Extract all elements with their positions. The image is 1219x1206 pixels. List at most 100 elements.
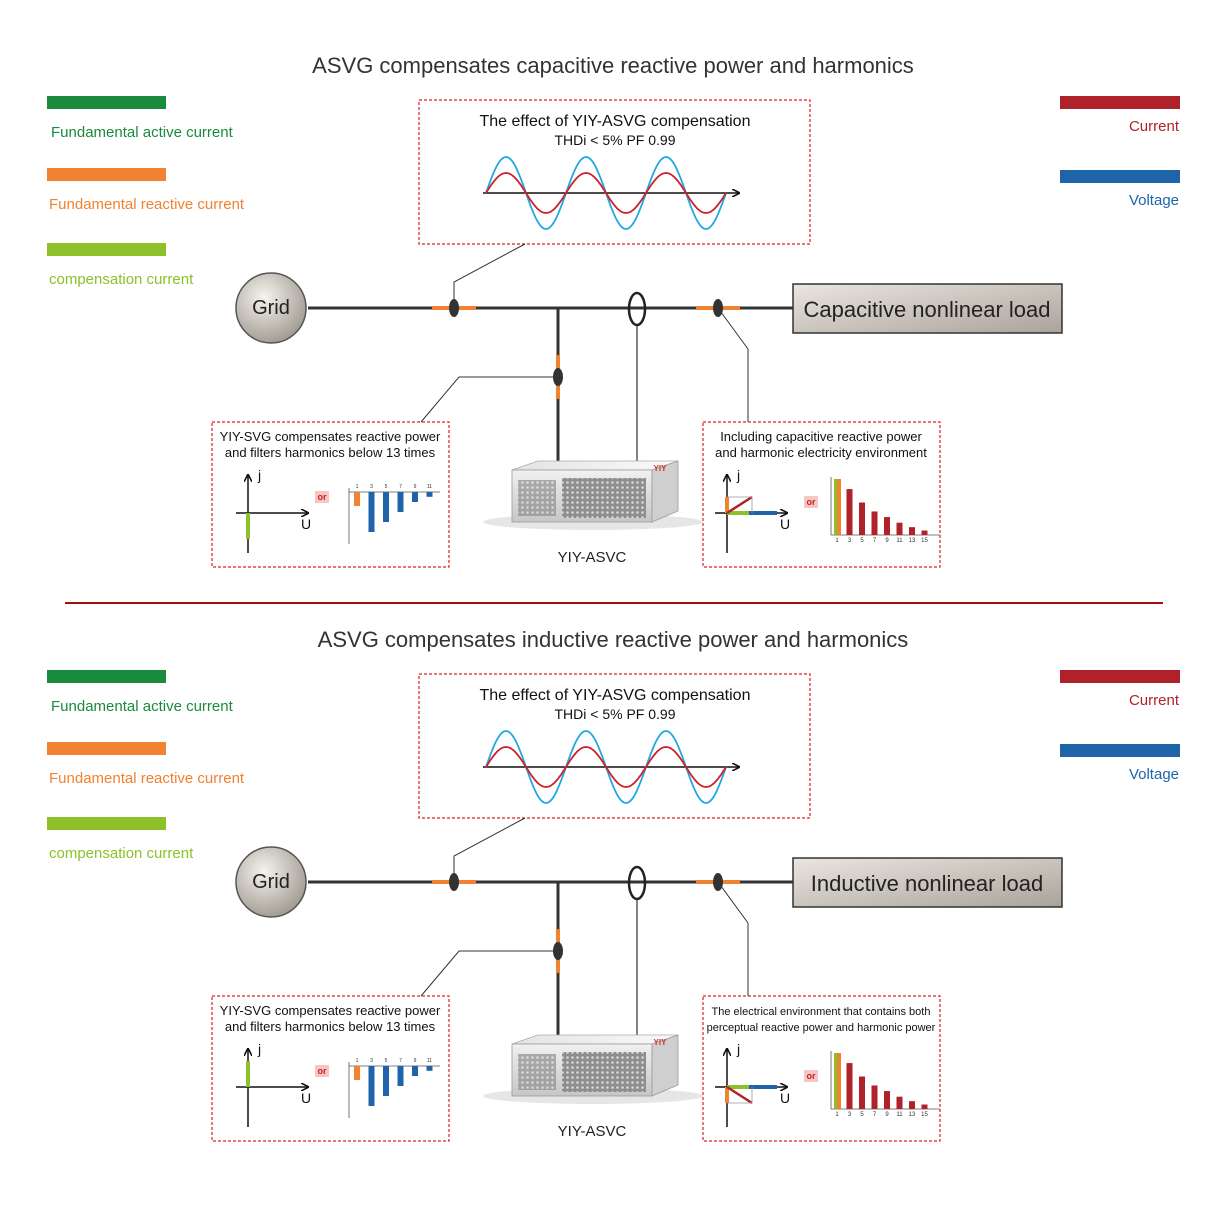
or-badge: [804, 1070, 818, 1082]
harmonic-bar: [921, 1104, 928, 1109]
leader-line: [717, 881, 749, 996]
current-phasor: [726, 495, 753, 515]
section-title: ASVG compensates inductive reactive powe…: [318, 627, 909, 652]
legend-label: Current: [1129, 118, 1180, 135]
info-box-border: [702, 995, 941, 1142]
harmonic-order-label: 1: [835, 538, 839, 544]
phasor-u-label: U: [301, 516, 311, 532]
device-vent: [562, 478, 646, 518]
legend-swatch: [1060, 670, 1180, 683]
harmonic-bar: [397, 492, 404, 512]
harmonic-order-label: 5: [385, 1058, 388, 1064]
device-side: [651, 460, 679, 523]
or-label: or: [807, 1071, 816, 1081]
legend-label: Current: [1129, 692, 1180, 709]
legend-label: Fundamental active current: [51, 698, 234, 715]
load-label: Inductive nonlinear load: [811, 871, 1043, 896]
effect-box: [418, 99, 811, 245]
device-side: [651, 1034, 679, 1097]
legend-swatch: [1060, 744, 1180, 757]
leader-line: [453, 243, 526, 308]
harmonic-order-label: 9: [414, 1058, 417, 1064]
current-phasor: [726, 1085, 753, 1105]
load-box: [792, 857, 1063, 908]
harmonic-order-label: 1: [356, 1058, 359, 1064]
harmonic-order-label: 5: [385, 484, 388, 490]
info-box-text: YIY-SVG compensates reactive power: [220, 429, 441, 444]
legend-swatch: [47, 96, 166, 109]
effect-box: [418, 673, 811, 819]
harmonic-bar: [884, 517, 890, 535]
harmonic-bar: [368, 492, 375, 532]
info-box-border: [211, 995, 450, 1142]
harmonic-order-label: 7: [399, 484, 402, 490]
harmonic-order-label: 9: [885, 1112, 889, 1118]
phasor-u-label: U: [780, 1090, 790, 1106]
legend-swatch: [47, 670, 166, 683]
effect-subtitle: THDi < 5% PF 0.99: [555, 132, 676, 148]
harmonic-order-label: 15: [921, 1112, 928, 1118]
effect-subtitle: THDi < 5% PF 0.99: [555, 706, 676, 722]
info-box-border: [702, 421, 941, 568]
harmonic-bar: [896, 522, 903, 535]
or-label: or: [807, 497, 816, 507]
harmonic-order-label: 11: [427, 484, 432, 490]
or-badge: [315, 491, 329, 503]
phasor-u-label: U: [780, 516, 790, 532]
legend-swatch: [47, 817, 166, 830]
harmonic-order-label: 7: [873, 538, 877, 544]
harmonic-bar: [837, 1053, 841, 1109]
legend-swatch: [47, 243, 166, 256]
info-box-text: and harmonic electricity environment: [715, 445, 927, 460]
legend-label: Fundamental reactive current: [49, 196, 245, 213]
harmonic-bar: [921, 530, 928, 535]
legend-swatch: [1060, 96, 1180, 109]
harmonic-order-label: 11: [896, 538, 903, 544]
grid-label: Grid: [252, 297, 290, 319]
harmonic-bar: [368, 1066, 375, 1106]
phasor-guide: [727, 1087, 753, 1104]
legend-label: Fundamental reactive current: [49, 770, 245, 787]
harmonic-bar: [834, 479, 837, 535]
harmonic-order-label: 7: [399, 1058, 402, 1064]
effect-title: The effect of YIY-ASVG compensation: [480, 687, 751, 704]
or-label: or: [318, 492, 327, 502]
phasor-u-label: U: [301, 1090, 311, 1106]
harmonic-bar: [354, 492, 360, 506]
or-badge: [315, 1065, 329, 1077]
harmonic-bar: [412, 1066, 418, 1076]
harmonic-order-label: 1: [356, 484, 359, 490]
harmonic-order-label: 9: [414, 484, 417, 490]
harmonic-order-label: 9: [885, 538, 889, 544]
harmonic-bar: [354, 1066, 360, 1080]
load-box: [792, 283, 1063, 334]
harmonic-order-label: 13: [909, 1112, 916, 1118]
device-vent: [562, 1052, 646, 1092]
phasor-j-label: j: [736, 467, 740, 483]
legend-label: compensation current: [49, 845, 194, 862]
harmonic-order-label: 5: [860, 538, 864, 544]
legend-swatch: [47, 742, 166, 755]
harmonic-order-label: 1: [835, 1112, 839, 1118]
harmonic-order-label: 15: [921, 538, 928, 544]
section-inductive: ASVG compensates inductive reactive powe…: [47, 627, 1180, 1142]
info-box-border: [211, 421, 450, 568]
info-box-text: and filters harmonics below 13 times: [225, 445, 436, 460]
right-info-box: The electrical environment that contains…: [702, 995, 941, 1142]
harmonic-bar: [884, 1091, 890, 1109]
section-title: ASVG compensates capacitive reactive pow…: [312, 53, 914, 78]
device-label: YIY-ASVC: [558, 1123, 627, 1140]
harmonic-bar: [383, 1066, 389, 1096]
device-logo: YIY: [654, 1038, 668, 1047]
leader-line: [453, 817, 526, 882]
or-label: or: [318, 1066, 327, 1076]
device-vent: [518, 1054, 556, 1090]
harmonic-order-label: 13: [909, 538, 916, 544]
info-box-text: Including capacitive reactive power: [720, 429, 922, 444]
legend-label: Fundamental active current: [51, 124, 234, 141]
